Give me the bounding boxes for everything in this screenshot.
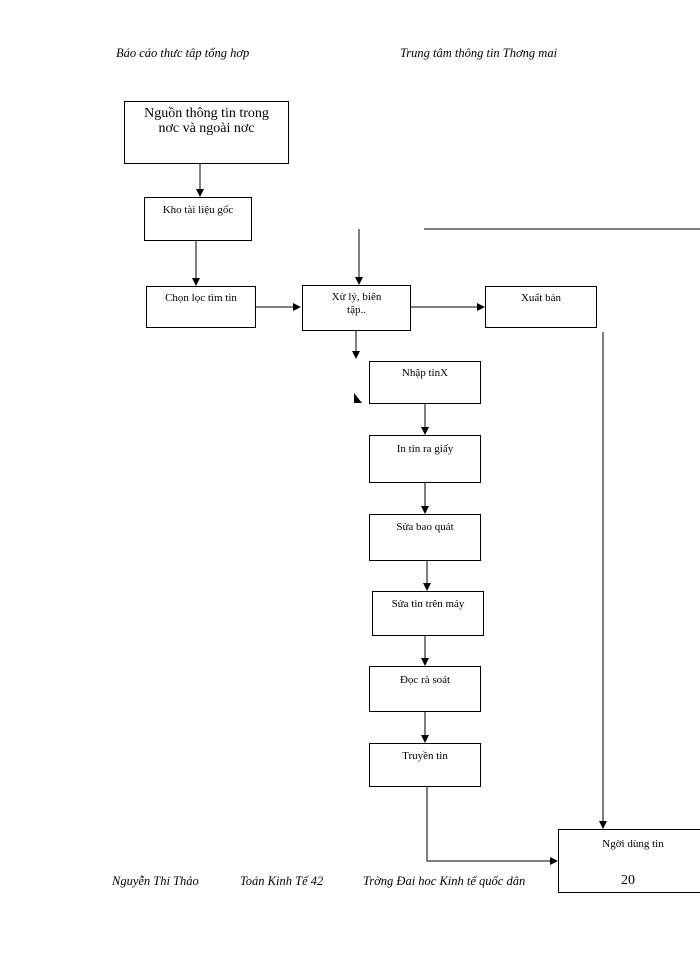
header-right: Trung tâm thông tin Thơng mai: [400, 46, 558, 60]
box-source: Nguồn thông tin trong nơc và ngoài nơc: [124, 101, 289, 164]
box-select: Chọn lọc tìm tin: [146, 286, 256, 328]
arrow-transmit-to-user: [426, 787, 558, 865]
box-source-line2: nơc và ngoài nơc: [158, 121, 255, 136]
footer-class: Toán Kinh Tế 42: [240, 874, 324, 888]
footer-school: Trờng Đai hoc Kinh tế quốc dân: [363, 874, 526, 888]
box-input: Nhập tinX: [369, 361, 481, 404]
box-edit-general-label: Sửa bao quát: [396, 521, 454, 533]
box-print-label: In tin ra giấy: [396, 443, 454, 455]
box-edit-machine-label: Sửa tin trên máy: [391, 598, 465, 610]
box-publish: Xuất bản: [485, 286, 597, 328]
box-user: Ngời dùng tin: [558, 829, 700, 893]
box-user-label: Ngời dùng tin: [602, 838, 664, 850]
box-proofread-label: Đọc rà soát: [399, 674, 451, 686]
header-left: Báo cáo thưc tâp tổng hơp: [116, 46, 250, 60]
box-source-line1: Nguồn thông tin trong: [144, 106, 269, 121]
footer-page-number: 20: [621, 873, 635, 888]
box-transmit-label: Truyền tin: [402, 750, 448, 762]
box-proofread: Đọc rà soát: [369, 666, 481, 712]
box-transmit: Truyền tin: [369, 743, 481, 787]
box-process-line2: tập..: [347, 304, 366, 316]
footer-author: Nguyễn Thi Thảo: [112, 874, 199, 888]
box-process-line1: Xử lý, biên: [331, 291, 382, 303]
box-select-label: Chọn lọc tìm tin: [165, 292, 237, 304]
box-archive-label: Kho tài liệu gốc: [162, 204, 234, 216]
box-publish-label: Xuất bản: [520, 292, 561, 304]
box-input-label: Nhập tinX: [401, 367, 449, 379]
box-process: Xử lý, biên tập..: [302, 285, 411, 331]
stray-mark-icon: [354, 393, 362, 403]
box-edit-general: Sửa bao quát: [369, 514, 481, 561]
box-edit-machine: Sửa tin trên máy: [372, 591, 484, 636]
box-archive: Kho tài liệu gốc: [144, 197, 252, 241]
box-print: In tin ra giấy: [369, 435, 481, 483]
